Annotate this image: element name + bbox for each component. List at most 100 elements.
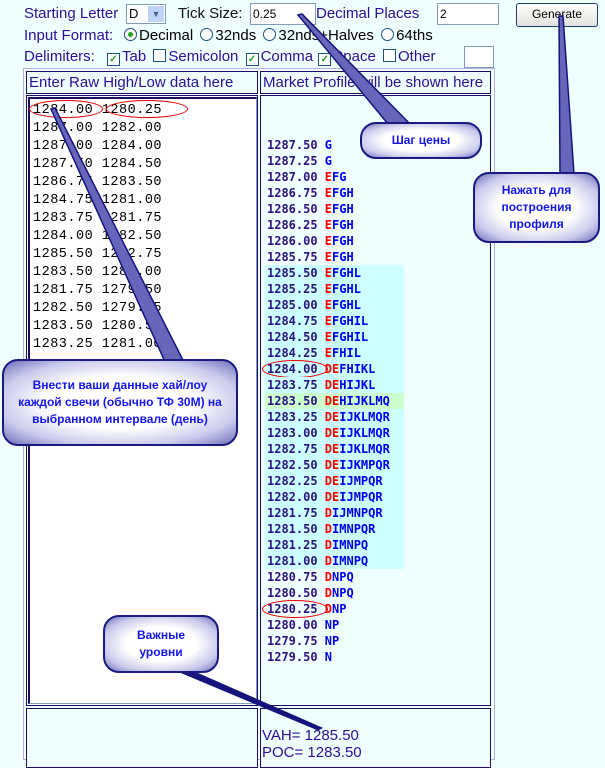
highlight-ellipse (262, 600, 328, 618)
highlight-ellipse (106, 100, 188, 118)
profile-letters: NPQ (332, 586, 354, 600)
bottom-left-cell (26, 708, 258, 768)
format-64ths[interactable]: 64ths (381, 27, 433, 44)
value-area-highlight (265, 553, 404, 569)
decimal-places-input[interactable] (437, 3, 499, 25)
callout-important-levels: Важные уровни (103, 615, 219, 673)
profile-price: 1284.50 (267, 330, 325, 344)
profile-letters-initial: DE (324, 490, 340, 504)
profile-letters: IMNPQ (332, 554, 369, 568)
profile-letters-initial: E (324, 250, 333, 264)
generate-button[interactable]: Generate (516, 3, 598, 27)
profile-row: 1279.75 NP (265, 633, 339, 649)
format-32nds-halves[interactable]: 32nds+Halves (263, 27, 374, 44)
highlight-ellipse (29, 100, 103, 118)
profile-row: 1287.00 EFG (265, 169, 346, 185)
profile-letters: IJMPQR (339, 474, 383, 488)
profile-letters: FGHL (332, 282, 361, 296)
profile-row: 1287.50 G (265, 137, 332, 153)
profile-row: 1286.00 EFGH (265, 233, 354, 249)
value-area-highlight (265, 409, 404, 425)
profile-letters: FGH (332, 186, 354, 200)
radio-icon[interactable] (381, 28, 395, 41)
profile-price: 1283.50 (267, 394, 325, 408)
profile-price: 1281.50 (267, 522, 325, 536)
profile-letters-initial: E (324, 298, 333, 312)
profile-letters-initial: E (324, 202, 333, 216)
profile-price: 1279.50 (267, 650, 325, 664)
profile-letters: FGHIL (332, 314, 369, 328)
raw-data-header: Enter Raw High/Low data here (26, 71, 258, 94)
profile-letters-initial: DE (324, 474, 340, 488)
value-area-highlight (265, 521, 404, 537)
pointer-generate (558, 15, 575, 175)
radio-icon[interactable] (124, 28, 137, 41)
profile-row: 1280.00 NP (265, 617, 339, 633)
delimiter-semicolon[interactable]: Semicolon (153, 48, 238, 65)
profile-row: 1280.50 DNPQ (265, 585, 354, 601)
tick-size-input[interactable] (250, 3, 316, 25)
profile-row: 1287.25 G (265, 153, 332, 169)
value-area-highlight (265, 425, 404, 441)
callout-input-data: Внести ваши данные хай/лоу каждой свечи … (2, 359, 238, 446)
checkbox-checked-icon[interactable]: ✓ (107, 53, 120, 66)
profile-price: 1285.00 (267, 298, 325, 312)
value-area-highlight (265, 505, 404, 521)
poc-highlight (265, 393, 404, 409)
chevron-down-icon[interactable]: ▼ (148, 6, 164, 22)
radio-icon[interactable] (263, 28, 277, 41)
profile-row: 1285.00 EFGHL (265, 297, 404, 313)
format-decimal[interactable]: Decimal (124, 27, 193, 44)
profile-letters-initial: E (324, 266, 333, 280)
profile-price: 1283.00 (267, 426, 325, 440)
profile-price: 1287.25 (267, 154, 325, 168)
profile-letters-initial: D (324, 506, 333, 520)
profile-row: 1280.75 DNPQ (265, 569, 354, 585)
other-delimiter-input[interactable] (464, 46, 494, 68)
radio-icon[interactable] (200, 28, 214, 41)
profile-letters-initial: E (324, 218, 333, 232)
profile-row: 1284.25 EFHIL (265, 345, 404, 361)
profile-price: 1283.75 (267, 378, 325, 392)
profile-letters: IJKLMQR (339, 426, 390, 440)
checkbox-icon[interactable] (382, 49, 396, 62)
profile-letters: NP (324, 618, 340, 632)
profile-letters: IJMNPQR (332, 506, 383, 520)
profile-letters: FHIKL (339, 362, 376, 376)
value-area-highlight (265, 265, 404, 281)
starting-letter-select[interactable]: D ▼ (126, 4, 166, 24)
profile-price: 1285.75 (267, 250, 325, 264)
profile-price: 1287.50 (267, 138, 325, 152)
profile-letters: IJKLMQR (339, 410, 390, 424)
delimiter-tab[interactable]: ✓Tab (107, 48, 146, 66)
profile-price: 1282.00 (267, 490, 325, 504)
highlight-ellipse (262, 360, 328, 378)
profile-price: 1282.25 (267, 474, 325, 488)
profile-letters: G (324, 154, 333, 168)
profile-price: 1281.00 (267, 554, 325, 568)
profile-price: 1283.25 (267, 410, 325, 424)
profile-letters-initial: DE (324, 442, 340, 456)
callout-tick-size: Шаг цены (360, 122, 482, 159)
starting-letter-label: Starting Letter (24, 5, 119, 22)
value-area-highlight (265, 297, 404, 313)
profile-row: 1282.00 DEIJMPQR (265, 489, 404, 505)
profile-letters-initial: E (324, 346, 333, 360)
delimiters-label: Delimiters: (24, 48, 95, 65)
profile-price: 1286.75 (267, 186, 325, 200)
profile-row: 1283.50 DEHIJKLMQ (265, 393, 404, 409)
profile-row: 1281.00 DIMNPQ (265, 553, 404, 569)
profile-letters-initial: D (324, 538, 333, 552)
format-32nds[interactable]: 32nds (200, 27, 256, 44)
delimiter-other[interactable]: Other (382, 48, 436, 65)
profile-letters-initial: E (324, 234, 333, 248)
checkbox-checked-icon[interactable]: ✓ (245, 53, 259, 66)
profile-row: 1281.25 DIMNPQ (265, 537, 404, 553)
profile-row: 1282.25 DEIJMPQR (265, 473, 404, 489)
delimiter-space[interactable]: ✓Space (318, 48, 376, 66)
delimiter-comma[interactable]: ✓Comma (245, 48, 313, 66)
checkbox-checked-icon[interactable]: ✓ (318, 53, 332, 66)
checkbox-icon[interactable] (153, 49, 167, 62)
profile-letters: NP (324, 634, 340, 648)
starting-letter-value: D (129, 6, 139, 21)
